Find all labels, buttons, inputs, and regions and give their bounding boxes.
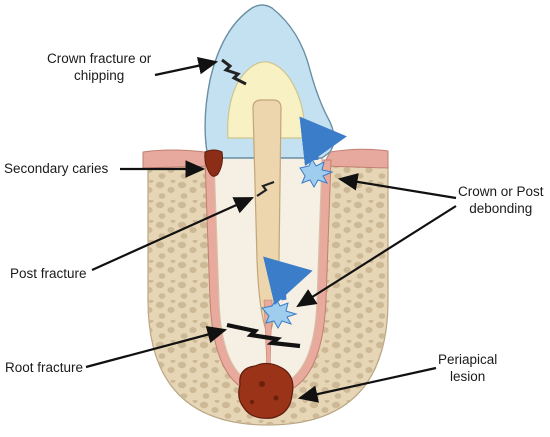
label-post-fracture: Post fracture [10,266,87,281]
label-secondary-caries: Secondary caries [4,161,109,176]
leader-crown-fracture [154,57,219,77]
secondary-caries [204,149,223,177]
leader-periapical [297,366,437,403]
leader-lines [85,57,457,403]
label-periapical-line2: lesion [450,369,486,384]
root-fracture-crack [226,322,301,349]
debonding-arrow-crown [299,116,347,167]
label-debonding-line2: debonding [469,201,533,216]
label-periapical-lesion: Periapical lesion [438,351,497,385]
label-root-fracture: Root fracture [5,360,84,375]
debonding-arrow-post [263,256,313,306]
periapical-lesion [238,362,294,419]
crown-fracture-crack [221,58,247,86]
label-crown-fracture: Crown fracture or chipping [47,50,151,84]
leader-debonding-crown [337,173,457,200]
label-crown-fracture-line2: chipping [74,68,125,83]
label-periapical-line1: Periapical [438,352,498,367]
label-debonding-line1: Crown or Post [458,184,544,199]
label-crown-or-post-debonding: Crown or Post debonding [458,183,544,217]
leader-root-fracture [85,326,228,369]
label-crown-fracture-line1: Crown fracture or [47,51,152,66]
leader-post-fracture [91,196,255,272]
post-fracture-crack [256,180,275,197]
leader-debonding-post [296,205,457,308]
